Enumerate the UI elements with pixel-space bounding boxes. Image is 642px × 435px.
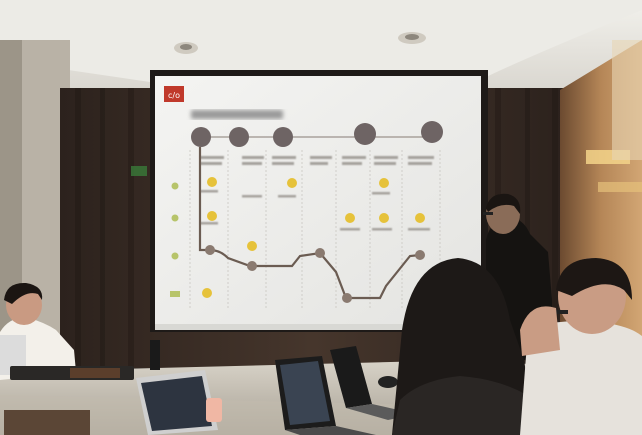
exit-sign (131, 166, 147, 176)
ceiling-panel (0, 0, 642, 82)
presenter-hair (486, 193, 521, 214)
laptop-2-screen (280, 361, 330, 425)
folder-bottom-left (4, 410, 90, 435)
side-icons (170, 182, 180, 297)
slide-text-blurred (200, 156, 434, 231)
journey-node-3 (315, 248, 325, 258)
laptop-2 (275, 356, 376, 435)
stage-marker-4 (354, 123, 376, 145)
yellow-icon-9 (202, 288, 212, 298)
ceiling-light-left-inner (180, 44, 192, 50)
stage-marker-5 (421, 121, 443, 143)
slide-title-blurred (191, 110, 283, 119)
laptop-1-screen (141, 376, 212, 431)
laptop-1 (136, 370, 218, 435)
yellow-icon-6 (345, 213, 355, 223)
journey-node-4 (342, 293, 352, 303)
attendee-right-hand (520, 306, 560, 356)
attendee-right-hair (556, 258, 632, 300)
yellow-icon-1 (207, 177, 217, 187)
attendee-center (392, 258, 548, 435)
yellow-icon-3 (287, 178, 297, 188)
presenter-glasses (483, 212, 493, 215)
stage-marker-2 (229, 127, 249, 147)
yellow-icon-7 (379, 213, 389, 223)
slide-logo-text: c/o (168, 91, 180, 100)
attendee-right-glasses (552, 310, 568, 314)
journey-nodes (205, 245, 425, 303)
attendee-right (520, 258, 642, 435)
stage-markers (191, 121, 443, 147)
side-icon-2 (171, 214, 179, 222)
yellow-icon-8 (415, 213, 425, 223)
side-icon-3 (171, 252, 179, 260)
slide-content: c/o (164, 86, 443, 310)
attendee-left (0, 282, 76, 380)
attendee-center-shoulders (392, 376, 548, 435)
yellow-icons (202, 177, 425, 298)
journey-node-2 (247, 261, 257, 271)
stage-marker-3 (273, 127, 293, 147)
side-icon-1 (171, 182, 179, 190)
window-glow (612, 40, 642, 160)
journey-node-1 (205, 245, 215, 255)
attendee-left-hair (4, 282, 43, 304)
yellow-icon-4 (247, 241, 257, 251)
screen-bottom-edge (155, 324, 481, 330)
slide-logo (164, 86, 184, 102)
ceiling-light-right-inner (405, 34, 419, 40)
laptop-3-lid (330, 346, 372, 408)
speakerphone (150, 340, 160, 370)
laptop-2-keyboard (285, 426, 376, 435)
yellow-icon-5 (379, 178, 389, 188)
wall-lamp-lower (598, 182, 642, 192)
stage-marker-1 (191, 127, 211, 147)
yellow-icon-2 (207, 211, 217, 221)
notebook-left (70, 368, 120, 378)
cup (206, 398, 222, 422)
side-icon-4 (170, 291, 180, 297)
mouse-cable (378, 376, 398, 388)
journey-node-5 (415, 250, 425, 260)
